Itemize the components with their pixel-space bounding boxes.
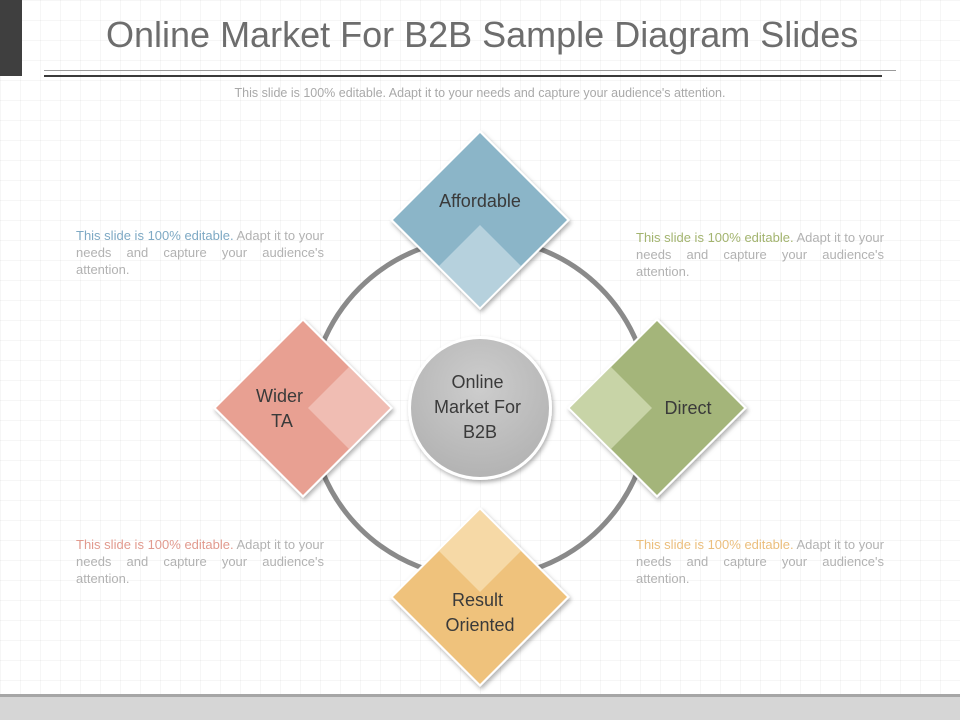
node-affordable-label: Affordable (439, 191, 521, 211)
node-result-oriented: Result Oriented (390, 507, 570, 687)
note-highlight: This slide is 100% editable. (636, 230, 794, 245)
note-bottom-right: This slide is 100% editable. Adapt it to… (636, 536, 884, 587)
title-rule-thin (44, 70, 896, 71)
node-wider-ta-line-2: TA (271, 411, 293, 431)
node-result-oriented-label: Result Oriented (445, 590, 514, 635)
note-highlight: This slide is 100% editable. (76, 228, 234, 243)
node-direct: Direct (567, 318, 747, 498)
note-highlight: This slide is 100% editable. (76, 537, 234, 552)
node-wider-ta-line-1: Wider (256, 386, 303, 406)
center-hub: Online Market For B2B (408, 336, 552, 480)
node-result-oriented-line-2: Oriented (445, 615, 514, 635)
center-label-line-1: Online (451, 372, 503, 392)
subtitle: This slide is 100% editable. Adapt it to… (234, 86, 726, 100)
center-label: Online Market For B2B (434, 372, 526, 442)
note-text: Adapt it to your needs and capture your … (636, 537, 884, 586)
note-highlight: This slide is 100% editable. (636, 537, 794, 552)
note-text: Adapt it to your needs and capture your … (636, 230, 884, 279)
note-text: Adapt it to your needs and capture your … (76, 228, 324, 277)
node-wider-ta-label: Wider TA (256, 386, 308, 431)
footer-bar (0, 694, 960, 720)
title-rule-thick (44, 75, 882, 77)
title-accent-bar (0, 0, 22, 76)
note-text: Adapt it to your needs and capture your … (76, 537, 324, 586)
page-title: Online Market For B2B Sample Diagram Sli… (106, 14, 859, 55)
node-direct-label: Direct (664, 398, 711, 418)
node-wider-ta: Wider TA (213, 318, 393, 498)
note-top-left: This slide is 100% editable. Adapt it to… (76, 227, 324, 278)
note-bottom-left: This slide is 100% editable. Adapt it to… (76, 536, 324, 587)
node-result-oriented-line-1: Result (452, 590, 503, 610)
center-label-line-2: Market For (434, 397, 521, 417)
node-affordable: Affordable (390, 130, 570, 310)
note-top-right: This slide is 100% editable. Adapt it to… (636, 229, 884, 280)
center-label-line-3: B2B (463, 422, 497, 442)
